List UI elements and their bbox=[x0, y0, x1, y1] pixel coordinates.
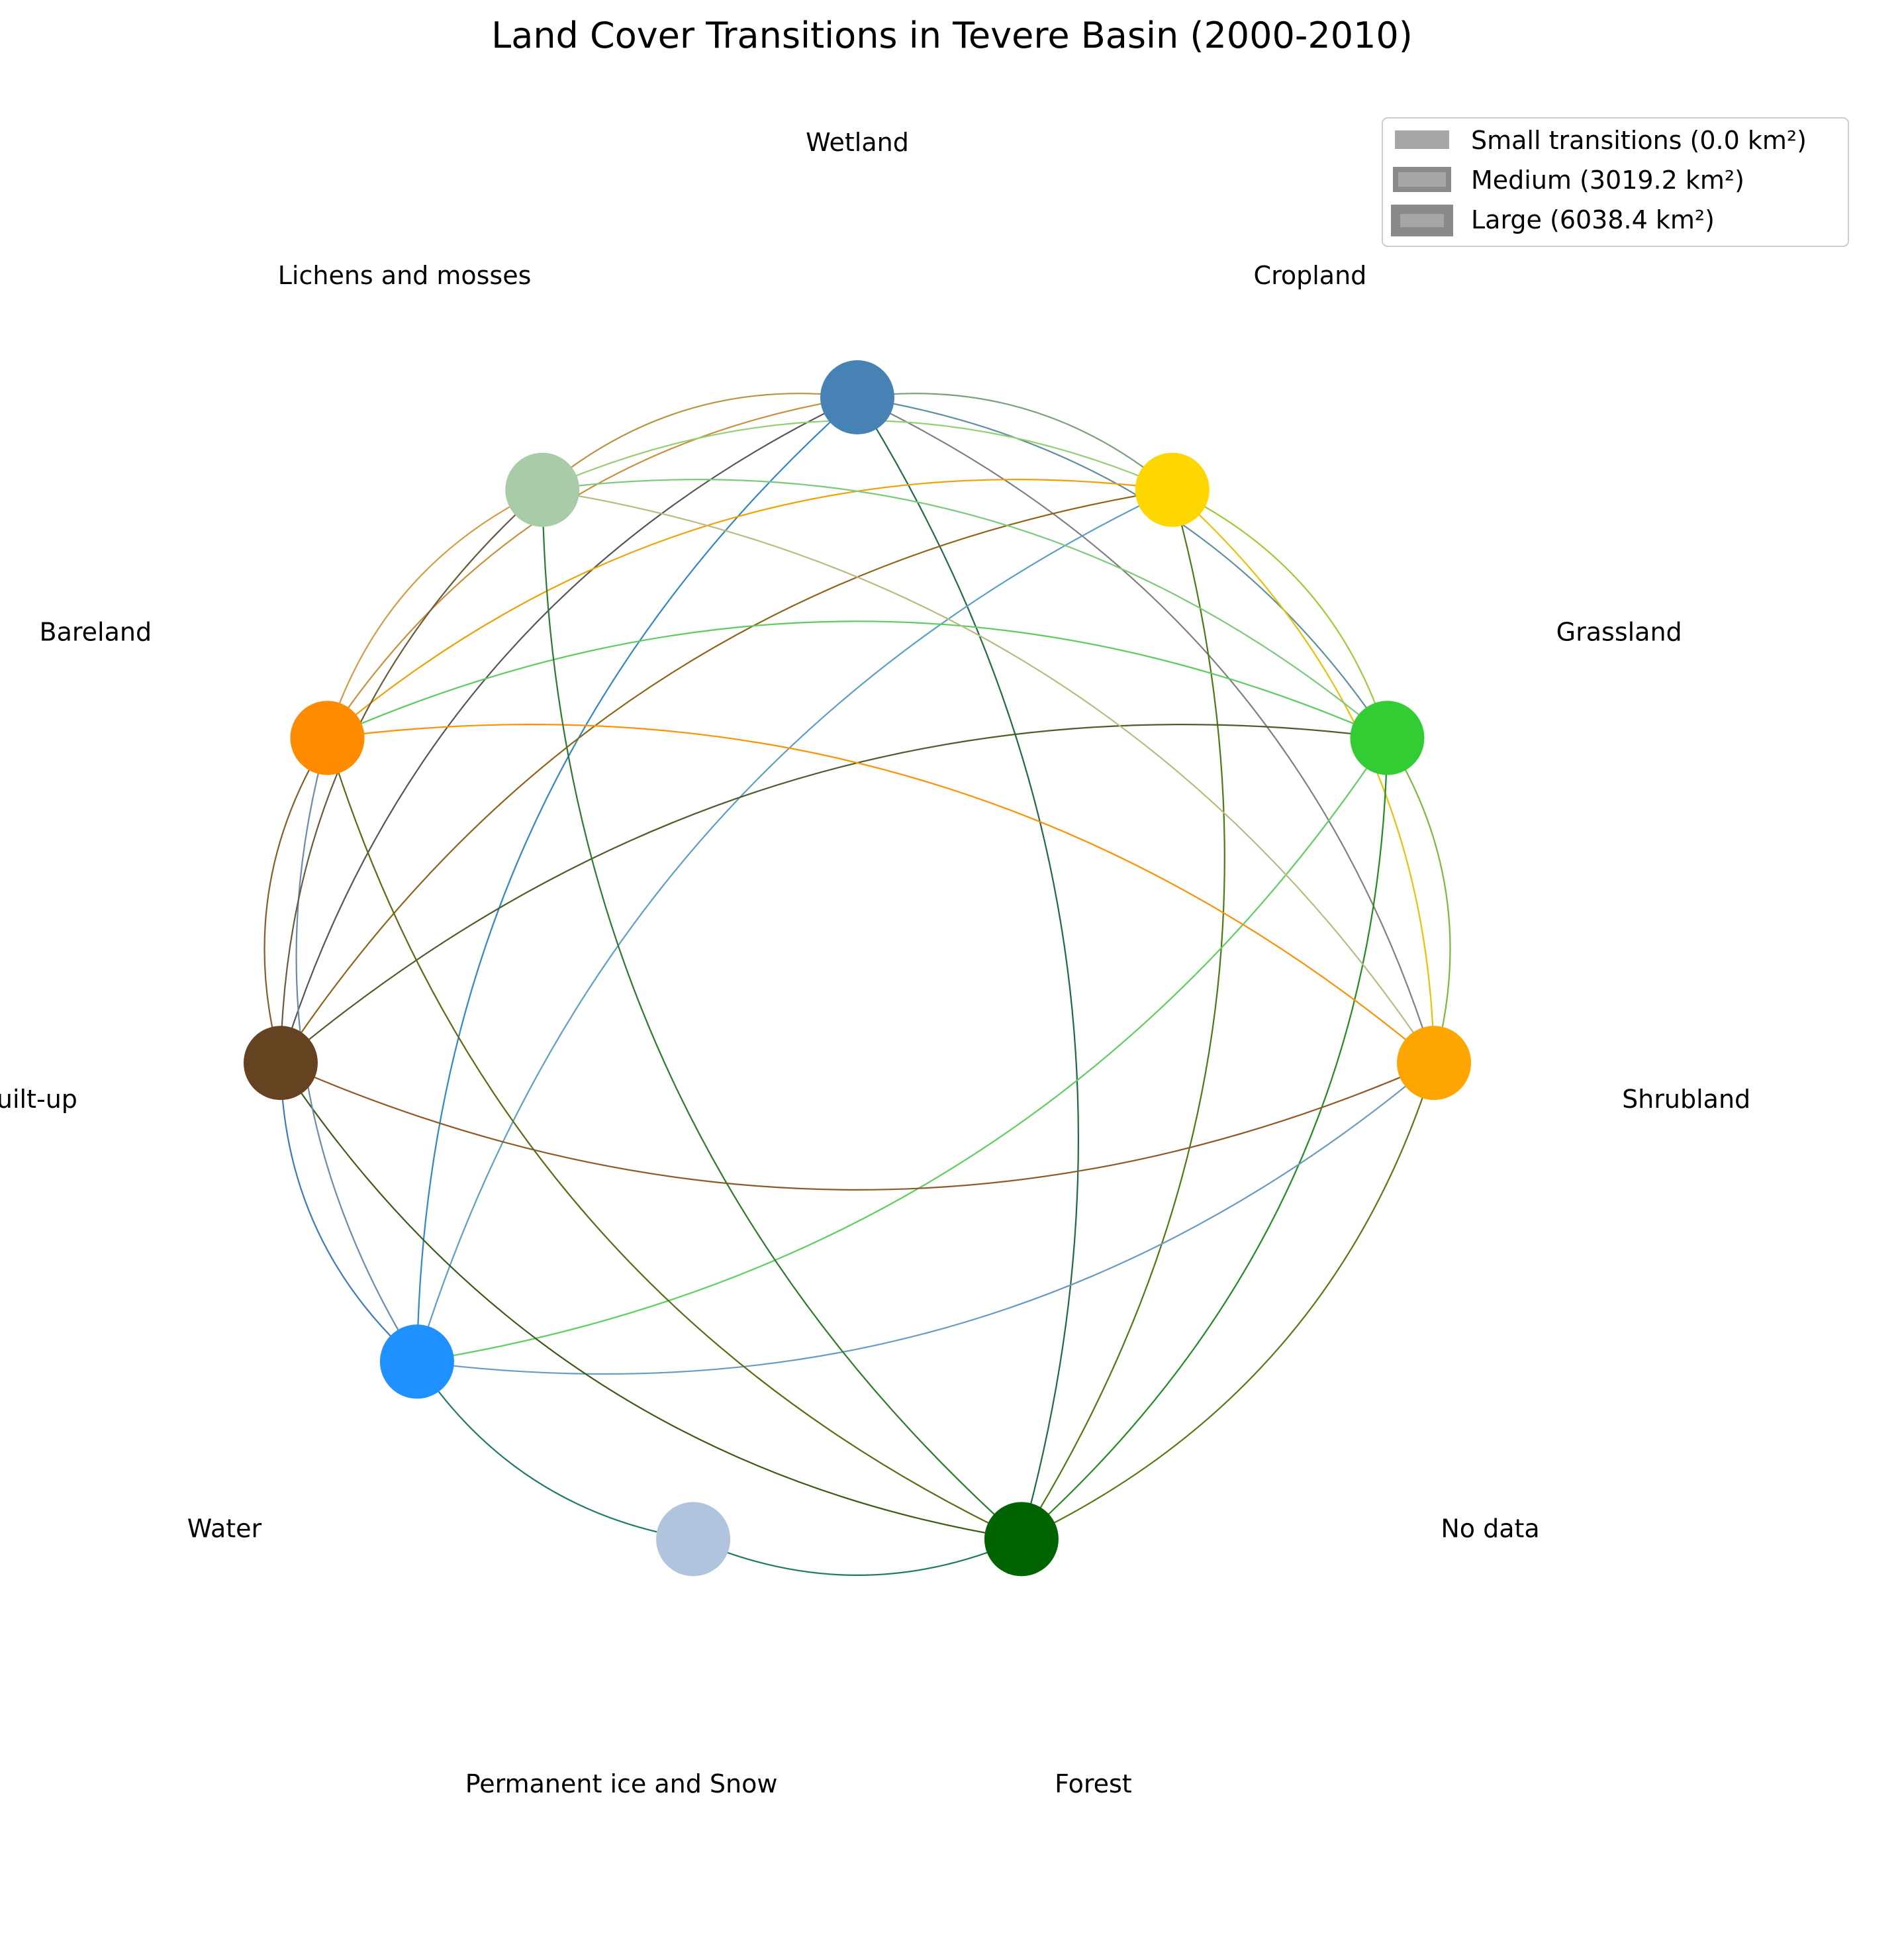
edge-grassland-builtup bbox=[280, 724, 1388, 1064]
node-lichens bbox=[505, 452, 580, 527]
edge-builtup-bareland bbox=[263, 737, 328, 1063]
edge-grassland-water bbox=[416, 737, 1388, 1363]
legend-swatch-large bbox=[1391, 205, 1453, 236]
edge-wetland-lichens bbox=[542, 393, 858, 491]
legend-entry-medium: Medium (3019.2 km²) bbox=[1393, 166, 1744, 195]
node-shrubland bbox=[1397, 1026, 1472, 1101]
edge-cropland-water bbox=[416, 489, 1173, 1362]
edge-wetland-shrubland bbox=[857, 397, 1435, 1063]
edge-cropland-bareland bbox=[326, 479, 1172, 739]
edge-builtup-lichens bbox=[279, 489, 543, 1063]
edge-cropland-grassland bbox=[1172, 489, 1388, 738]
edge-wetland-water bbox=[416, 397, 858, 1362]
node-label-forest: Forest bbox=[1055, 1769, 1132, 1798]
node-bareland bbox=[290, 701, 365, 775]
edge-cropland-shrubland bbox=[1172, 489, 1435, 1063]
legend-label-large: Large (6038.4 km²) bbox=[1471, 205, 1715, 234]
edge-shrubland-bareland bbox=[327, 724, 1435, 1064]
node-label-grassland: Grassland bbox=[1556, 618, 1682, 647]
edge-grassland-bareland bbox=[327, 620, 1388, 739]
node-label-bareland: Bareland bbox=[40, 618, 152, 647]
transition-edges bbox=[263, 393, 1451, 1576]
node-label-shrubland: Shrubland bbox=[1622, 1085, 1750, 1114]
edge-wetland-forest bbox=[857, 397, 1079, 1540]
node-label-ice: Permanent ice and Snow bbox=[465, 1769, 778, 1798]
edge-shrubland-builtup bbox=[280, 1062, 1435, 1191]
edge-cropland-builtup bbox=[280, 489, 1172, 1063]
edge-cropland-forest bbox=[1020, 489, 1225, 1540]
edge-forest-bareland bbox=[326, 738, 1022, 1540]
node-label-cropland: Cropland bbox=[1254, 261, 1367, 290]
node-label-builtup: Built-up bbox=[0, 1085, 77, 1114]
edge-grassland-shrubland bbox=[1386, 737, 1451, 1063]
edge-shrubland-lichens bbox=[542, 489, 1435, 1063]
node-water bbox=[379, 1324, 454, 1399]
node-label-nodata: No data bbox=[1441, 1514, 1539, 1543]
chart-title: Land Cover Transitions in Tevere Basin (… bbox=[491, 15, 1413, 56]
edge-wetland-cropland bbox=[857, 393, 1173, 491]
node-forest bbox=[984, 1502, 1059, 1577]
legend-entry-large: Large (6038.4 km²) bbox=[1391, 205, 1715, 236]
edge-shrubland-water bbox=[416, 1062, 1435, 1375]
legend-entry-small: Small transitions (0.0 km²) bbox=[1395, 126, 1807, 155]
edge-wetland-grassland bbox=[857, 396, 1388, 739]
node-label-water: Water bbox=[187, 1514, 262, 1543]
land-cover-nodes bbox=[243, 360, 1472, 1577]
edge-grassland-lichens bbox=[542, 479, 1388, 739]
legend-swatch-small bbox=[1395, 130, 1449, 149]
edge-forest-ice bbox=[692, 1538, 1022, 1576]
edge-bareland-lichens bbox=[326, 489, 543, 738]
node-wetland bbox=[820, 360, 894, 434]
edge-forest-lichens bbox=[542, 489, 1022, 1540]
legend: Small transitions (0.0 km²) Medium (3019… bbox=[1382, 117, 1849, 247]
legend-swatch-medium bbox=[1393, 167, 1451, 192]
edge-shrubland-forest bbox=[1021, 1062, 1435, 1540]
edge-wetland-bareland bbox=[326, 396, 858, 739]
node-label-wetland: Wetland bbox=[806, 128, 909, 157]
node-builtup bbox=[243, 1026, 318, 1101]
node-grassland bbox=[1350, 701, 1425, 775]
edge-grassland-forest bbox=[1021, 738, 1388, 1540]
legend-label-small: Small transitions (0.0 km²) bbox=[1471, 126, 1807, 155]
edge-water-ice bbox=[416, 1361, 694, 1540]
node-cropland bbox=[1135, 452, 1210, 527]
edge-wetland-builtup bbox=[279, 397, 858, 1063]
node-label-lichens: Lichens and mosses bbox=[278, 261, 532, 290]
legend-frame bbox=[1382, 117, 1849, 247]
node-ice bbox=[656, 1502, 731, 1577]
edge-water-builtup bbox=[279, 1063, 418, 1363]
legend-label-medium: Medium (3019.2 km²) bbox=[1471, 166, 1744, 195]
edge-forest-builtup bbox=[280, 1062, 1022, 1540]
